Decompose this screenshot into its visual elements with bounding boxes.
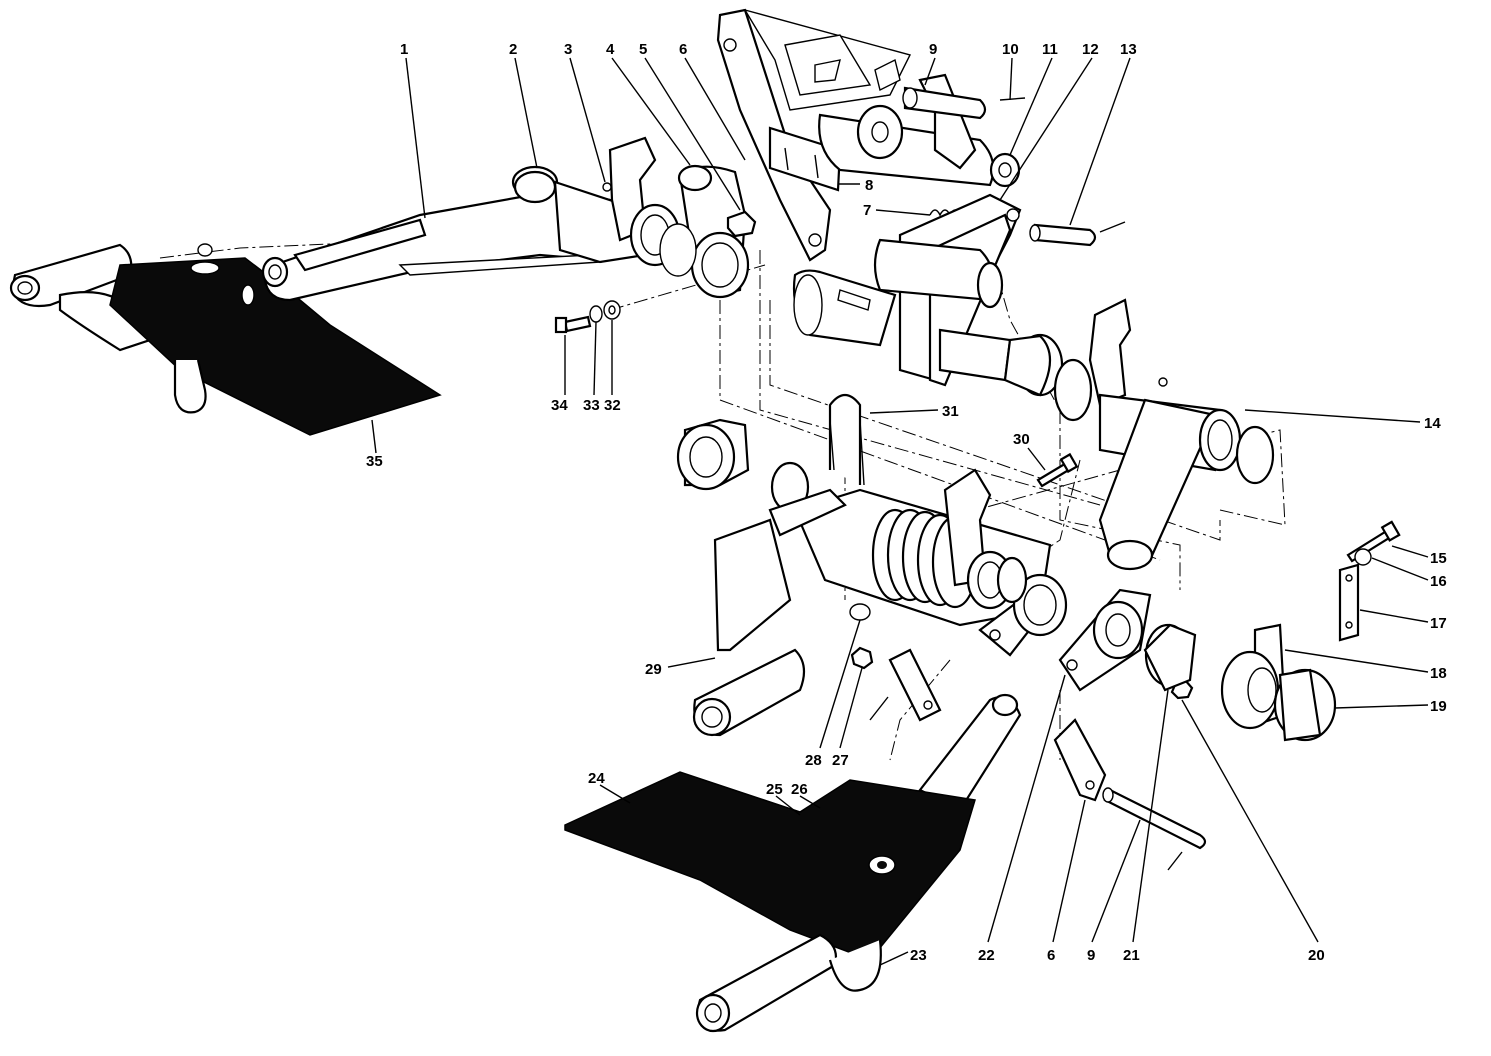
- callout-33: 33: [583, 397, 600, 414]
- callout-11: 11: [1042, 41, 1058, 58]
- callout-34: 34: [551, 397, 568, 414]
- center-assembly: [676, 418, 1068, 737]
- callout-14: 14: [1424, 415, 1441, 432]
- lower-pedal-assembly: [564, 693, 1022, 1033]
- lower-right-parts: [888, 563, 1360, 850]
- callout-28: 28: [805, 752, 822, 769]
- callout-10: 10: [1002, 41, 1019, 58]
- callout-20: 20: [1308, 947, 1325, 964]
- left-u-bolt: [173, 359, 207, 414]
- callout-4: 4: [606, 41, 615, 58]
- left-lever-arm: [261, 136, 757, 302]
- callout-6: 6: [679, 41, 687, 58]
- callout-17: 17: [1430, 615, 1447, 632]
- callout-5: 5: [639, 41, 647, 58]
- callout-32: 32: [604, 397, 621, 414]
- callout-23: 23: [910, 947, 927, 964]
- callout-22: 22: [978, 947, 995, 964]
- callout-16: 16: [1430, 573, 1447, 590]
- callout-30: 30: [1013, 431, 1030, 448]
- torsion-spring: [871, 508, 979, 609]
- callout-9-lower: 9: [1087, 947, 1095, 964]
- left-pedal-assembly: [9, 243, 442, 436]
- leader-lines: [371, 57, 1429, 966]
- callout-27: 27: [832, 752, 849, 769]
- callout-21: 21: [1123, 947, 1140, 964]
- callout-9: 9: [929, 41, 937, 58]
- right-lever-assembly: [1053, 298, 1275, 571]
- callout-29: 29: [645, 661, 662, 678]
- callout-15: 15: [1430, 550, 1447, 567]
- callout-26: 26: [791, 781, 808, 798]
- callout-labels: 1 2 3 4 5 6 9 10 11 12 13 8 7 14 34 33 3…: [366, 41, 1447, 964]
- upper-bracket-assembly: [716, 8, 1126, 397]
- callout-24: 24: [588, 770, 605, 787]
- callout-6-lower: 6: [1047, 947, 1055, 964]
- fasteners: [554, 300, 1401, 871]
- lower-u-bolt: [828, 939, 882, 992]
- center-u-bolt: [828, 393, 862, 485]
- callout-19: 19: [1430, 698, 1447, 715]
- callout-35: 35: [366, 453, 383, 470]
- callout-18: 18: [1430, 665, 1447, 682]
- callout-7: 7: [863, 202, 871, 219]
- callout-3: 3: [564, 41, 572, 58]
- callout-1: 1: [400, 41, 408, 58]
- callout-25: 25: [766, 781, 783, 798]
- callout-31: 31: [942, 403, 959, 420]
- callout-12: 12: [1082, 41, 1099, 58]
- lower-pedal-pad: [564, 771, 976, 961]
- callout-8: 8: [865, 177, 873, 194]
- callout-2: 2: [509, 41, 517, 58]
- callout-13: 13: [1120, 41, 1137, 58]
